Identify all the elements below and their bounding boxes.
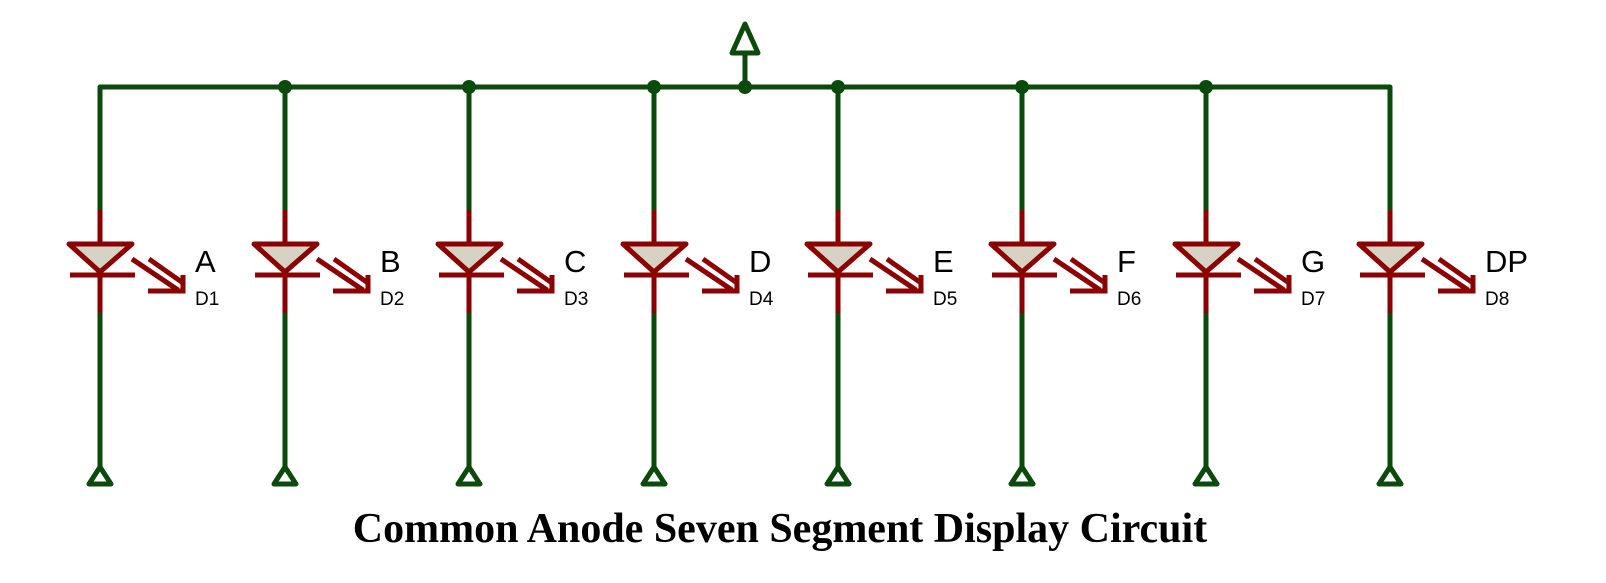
light-arrow-icon [315, 256, 365, 293]
designator-label: D8 [1485, 289, 1509, 310]
arrowhead [1254, 275, 1292, 294]
led-triangle-icon [1172, 241, 1241, 275]
led-triangle-icon [251, 241, 320, 275]
light-arrow-icon [701, 256, 739, 286]
led-triangle-icon [988, 241, 1057, 275]
led-d4: D D4 [620, 87, 774, 487]
led-d1: A D1 [66, 87, 219, 487]
power-arrow-icon [729, 21, 761, 56]
designator-label: D4 [749, 289, 774, 310]
light-arrow-icon [516, 256, 554, 286]
light-arrow-icon [499, 256, 549, 293]
led-d3: C D3 [435, 87, 588, 487]
ground-terminal-icon [271, 464, 299, 487]
light-arrow-icon [1420, 256, 1470, 293]
light-arrow-icon [147, 256, 185, 286]
arrowhead [333, 275, 371, 294]
led-triangle-icon [1356, 241, 1425, 275]
segment-label: C [564, 244, 586, 279]
led-d5: E D5 [804, 87, 957, 487]
diagram-title: Common Anode Seven Segment Display Circu… [352, 506, 1208, 552]
light-arrow-icon [1253, 256, 1291, 286]
led-d7: G D7 [1172, 87, 1325, 487]
led-triangle-icon [804, 241, 873, 275]
ground-terminal-icon [86, 464, 114, 487]
designator-label: D5 [933, 289, 957, 310]
light-arrow-icon [332, 256, 370, 286]
led-triangle-icon [435, 241, 504, 275]
led-triangle-icon [66, 241, 135, 275]
light-arrow-icon [130, 256, 180, 293]
ground-terminal-icon [455, 464, 483, 487]
light-arrow-icon [1052, 256, 1102, 293]
common-anode-bus [97, 84, 1393, 250]
designator-label: D2 [380, 289, 404, 310]
led-d8: DP D8 [1356, 87, 1528, 487]
arrowhead [148, 275, 186, 294]
ground-terminal-icon [824, 464, 852, 487]
arrowhead [702, 275, 740, 294]
ground-terminal-icon [1192, 464, 1220, 487]
segment-label: E [933, 244, 954, 279]
segment-label: A [195, 244, 216, 279]
light-arrow-icon [1069, 256, 1107, 286]
segment-label: DP [1485, 244, 1528, 279]
light-arrow-icon [885, 256, 923, 286]
led-triangle-icon [620, 241, 689, 275]
ground-terminal-icon [640, 464, 668, 487]
designator-label: D3 [564, 289, 588, 310]
ground-terminal-icon [1376, 464, 1404, 487]
designator-label: D7 [1301, 289, 1325, 310]
light-arrow-icon [868, 256, 918, 293]
designator-label: D1 [195, 289, 219, 310]
designator-label: D6 [1117, 289, 1141, 310]
arrowhead [1438, 275, 1476, 294]
arrowhead [517, 275, 555, 294]
segment-label: F [1117, 244, 1136, 279]
segment-label: G [1301, 244, 1325, 279]
led-d6: F D6 [988, 87, 1141, 487]
light-arrow-icon [684, 256, 734, 293]
light-arrow-icon [1437, 256, 1475, 286]
ground-terminal-icon [1008, 464, 1036, 487]
led-d2: B D2 [251, 87, 404, 487]
junction-dot [738, 80, 752, 94]
arrowhead [886, 275, 924, 294]
segment-label: B [380, 244, 401, 279]
segment-label: D [749, 244, 771, 279]
arrowhead [1070, 275, 1108, 294]
light-arrow-icon [1236, 256, 1286, 293]
